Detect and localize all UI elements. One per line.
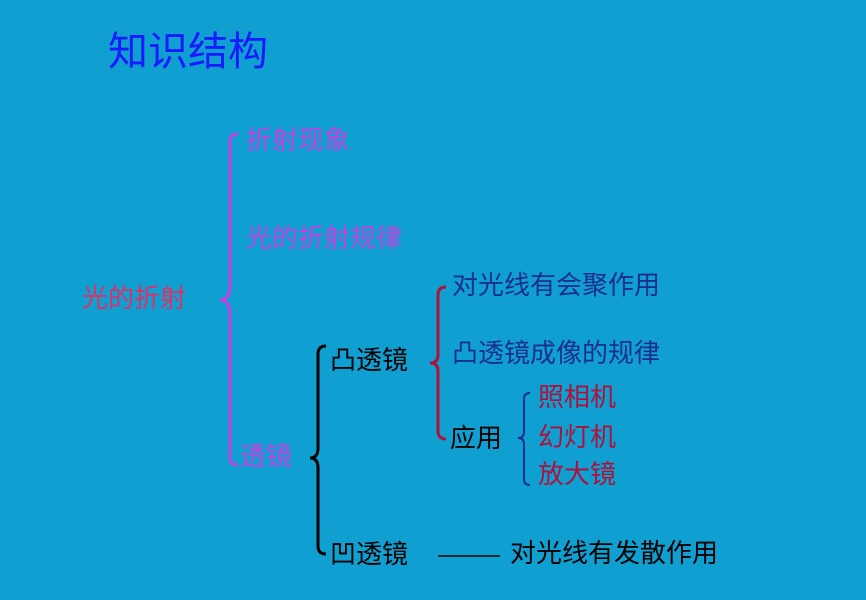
node-refraction-phenomenon: 折射现象 <box>246 126 351 156</box>
node-imaging-law: 凸透镜成像的规律 <box>452 339 661 369</box>
node-diverge-effect: 对光线有发散作用 <box>510 539 719 569</box>
page-title: 知识结构 <box>108 29 268 75</box>
app-camera: 照相机 <box>538 383 617 413</box>
app-magnifier: 放大镜 <box>538 460 617 490</box>
node-application: 应用 <box>450 424 503 454</box>
node-refraction-law: 光的折射规律 <box>246 224 403 254</box>
root-node: 光的折射 <box>82 284 187 314</box>
brace-level1 <box>219 132 239 467</box>
brace-lens <box>309 344 327 556</box>
node-concave-lens: 凹透镜 <box>330 540 409 570</box>
brace-applications <box>517 392 531 486</box>
brace-convex <box>429 285 447 441</box>
node-convex-lens: 凸透镜 <box>330 346 409 376</box>
node-converge-effect: 对光线有会聚作用 <box>452 271 661 301</box>
node-lens: 透镜 <box>240 442 293 472</box>
app-projector: 幻灯机 <box>538 423 617 453</box>
